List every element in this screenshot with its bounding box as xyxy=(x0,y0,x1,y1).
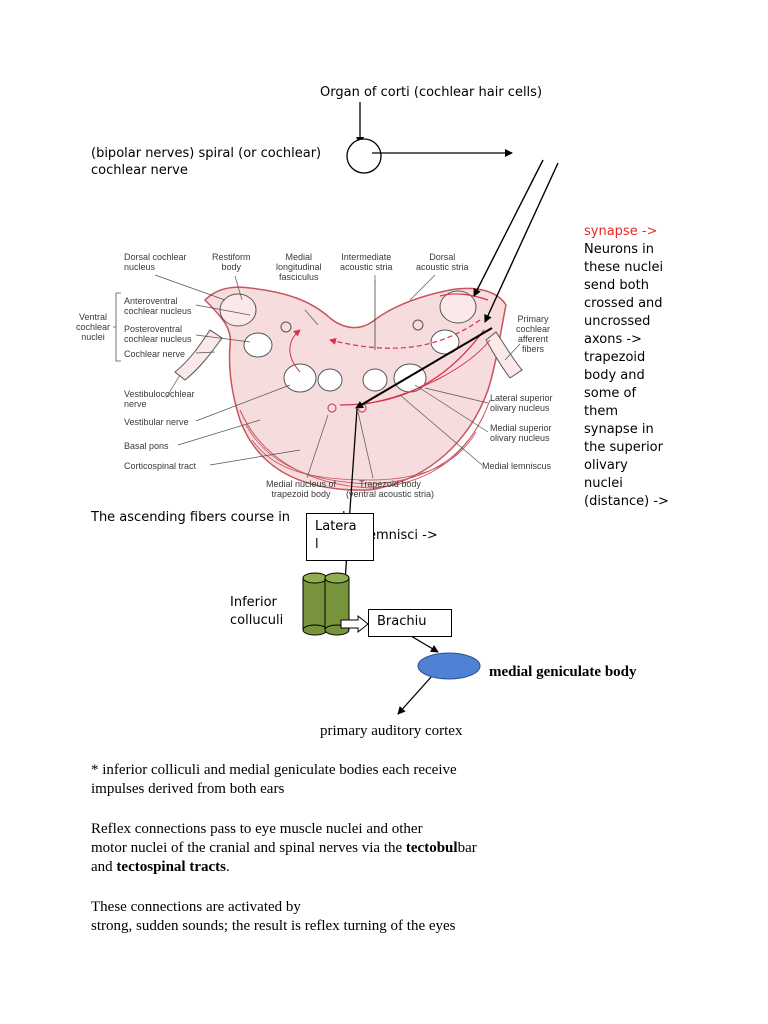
paragraph-3-line-2: strong, sudden sounds; the result is ref… xyxy=(91,918,456,934)
synapse-line: them xyxy=(584,404,618,419)
synapse-line: send both xyxy=(584,278,649,293)
label-basal-pons: Basal pons xyxy=(124,441,169,451)
paragraph-2-line-3: and tectospinal tracts. xyxy=(91,859,230,875)
cortex-arrow-icon xyxy=(397,675,433,715)
label-medial-lemniscus: Medial lemniscus xyxy=(482,461,552,471)
spiral-ganglion-text: (bipolar nerves) spiral (or cochlear) xyxy=(91,146,322,161)
label-cochlear-nerve: Cochlear nerve xyxy=(124,349,186,359)
medial-geniculate-shape xyxy=(417,652,481,680)
lateral-box-line: l xyxy=(315,537,319,552)
brainstem-section xyxy=(174,280,523,491)
synapse-note: synapse -> Neurons in these nuclei send … xyxy=(584,223,694,511)
brachium-arrow-icon xyxy=(410,635,439,653)
inferior-colluculi-label: Inferior colluculi xyxy=(230,595,284,628)
cochlear-nerve-label: cochlear nerve xyxy=(91,163,188,178)
colliculi-shape xyxy=(302,572,350,636)
primary-auditory-cortex-label: primary auditory cortex xyxy=(320,723,463,739)
synapse-heading: synapse -> xyxy=(584,224,658,239)
synapse-line: crossed and xyxy=(584,296,663,311)
paragraph-2-line-1: Reflex connections pass to eye muscle nu… xyxy=(91,821,423,837)
synapse-line: nuclei xyxy=(584,476,623,491)
synapse-line: trapezoid xyxy=(584,350,646,365)
leader-lines xyxy=(154,274,521,479)
bracket-icon xyxy=(113,292,121,362)
medial-geniculate-label: medial geniculate body xyxy=(489,664,637,680)
synapse-line: axons -> xyxy=(584,332,642,347)
label-trapezoid-body: Trapezoid body(ventral acoustic stria) xyxy=(346,479,435,499)
paragraph-2-line-2: motor nuclei of the cranial and spinal n… xyxy=(91,840,477,856)
synapse-line: the superior xyxy=(584,440,663,455)
circle-ganglion-icon xyxy=(346,138,382,174)
synapse-line: body and xyxy=(584,368,645,383)
synapse-line: olivary xyxy=(584,458,628,473)
paragraph-1-line-2: impulses derived from both ears xyxy=(91,781,285,797)
hollow-arrow-icon xyxy=(340,614,369,634)
synapse-line: Neurons in xyxy=(584,242,654,257)
synapse-line: uncrossed xyxy=(584,314,651,329)
lateral-lemniscus-box: Latera l xyxy=(306,513,374,561)
lateral-box-line: Latera xyxy=(315,519,357,534)
synapse-line: these nuclei xyxy=(584,260,664,275)
paragraph-3-line-1: These connections are activated by xyxy=(91,899,301,915)
synapse-line: synapse in xyxy=(584,422,654,437)
label-vestibular-nerve: Vestibular nerve xyxy=(124,417,189,427)
organ-of-corti-label: Organ of corti (cochlear hair cells) xyxy=(320,85,543,100)
label-corticospinal-tract: Corticospinal tract xyxy=(124,461,197,471)
synapse-line: (distance) -> xyxy=(584,494,669,509)
brachium-box: Brachiu xyxy=(368,609,452,637)
lemnisci-text: emnisci -> xyxy=(368,528,438,543)
synapse-line: some of xyxy=(584,386,637,401)
paragraph-1-line-1: * inferior colliculi and medial genicula… xyxy=(91,762,457,778)
